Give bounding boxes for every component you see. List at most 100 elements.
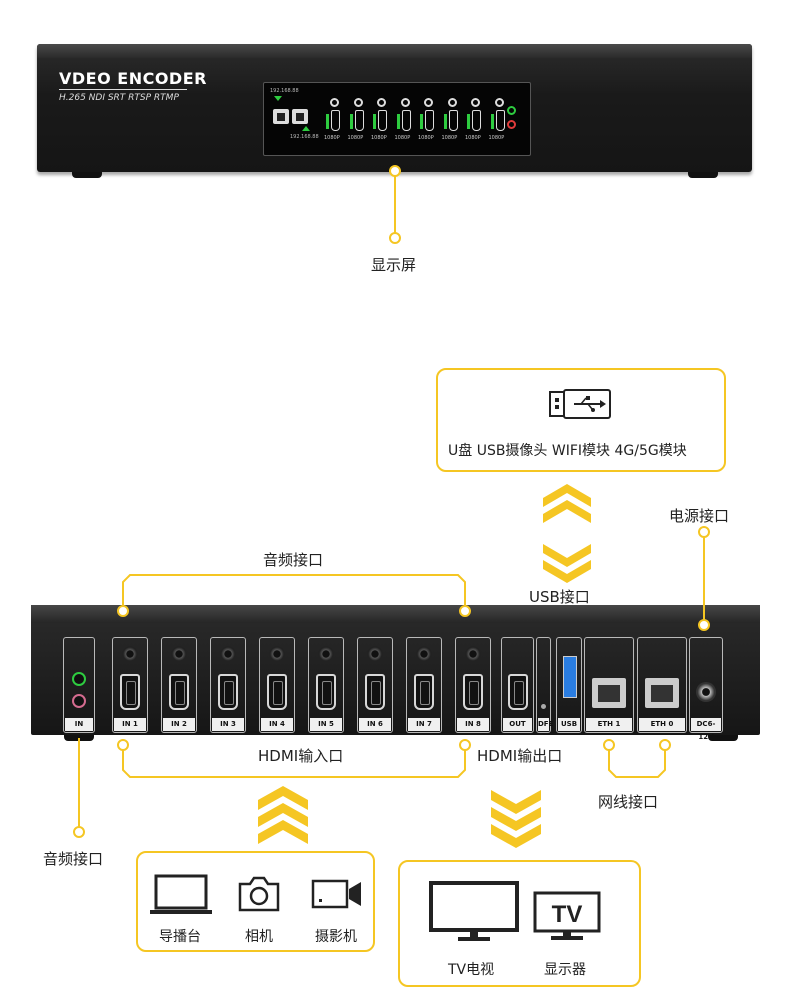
front-foot-right <box>688 172 718 178</box>
channel-indicator-icon <box>377 98 386 107</box>
tv-icon: TV <box>533 891 601 940</box>
laptop-icon <box>150 874 212 914</box>
audio-jack-icon <box>318 646 334 662</box>
encoder-back-panel: IN IN 1 IN 2 IN 3 IN 4 IN 5 IN 6 IN 7 IN 8 OUT DFE… <box>31 605 760 741</box>
audio-jack-icon <box>367 646 383 662</box>
audio-jack-icon <box>269 646 285 662</box>
channel-indicator-icon <box>471 98 480 107</box>
usb-devices-box: U盘 USB摄像头 WIFI模块 4G/5G模块 <box>436 368 726 472</box>
input-sources-box: 导播台 相机 摄影机 <box>136 851 375 952</box>
audio-port-left-label: 音频接口 <box>43 850 104 868</box>
port-label: DFE <box>538 718 553 731</box>
channel-signal-bar <box>349 114 353 129</box>
channel-indicator-icon <box>447 98 457 107</box>
port-label: IN 5 <box>310 718 342 731</box>
dc-power-jack-icon <box>696 682 716 702</box>
port-label: IN 2 <box>163 718 195 731</box>
port-eth-0: ETH 0 <box>637 637 687 733</box>
port-dfe: DFE <box>536 637 553 733</box>
encoder-front-panel: VDEO ENCODER H.265 NDI SRT RTSP RTMP 192… <box>37 44 752 172</box>
brand-name: VDEO ENCODER <box>59 69 207 88</box>
channel-resolution: 1080P <box>324 135 340 141</box>
tv-glyph: TV <box>552 901 583 928</box>
port-label: IN 3 <box>212 718 244 731</box>
channel-indicator-icon <box>330 98 339 107</box>
audio-jack-icon <box>465 646 481 662</box>
port-label: USB <box>558 718 580 731</box>
down-arrow-icon <box>274 96 282 101</box>
hdmi-channel-icon <box>448 110 458 131</box>
port-label: IN <box>65 718 93 731</box>
audio-in-jack-green <box>72 672 86 686</box>
port-usb: USB <box>556 637 582 733</box>
port-out: OUT <box>501 637 534 733</box>
back-foot-right <box>708 735 738 741</box>
port-label: IN 6 <box>359 718 391 731</box>
output-target-name: TV电视 <box>448 962 495 978</box>
hdmi-port-icon <box>316 674 336 710</box>
hdmi-channel-icon <box>401 110 411 131</box>
port-in-8: IN 8 <box>455 637 491 733</box>
channel-resolution: 1080P <box>418 135 434 141</box>
channel-indicator-icon <box>353 98 363 107</box>
usb-port-label: USB接口 <box>529 588 590 606</box>
camera-icon <box>238 876 280 912</box>
status-green-icon <box>507 106 516 115</box>
video-camera-icon <box>311 879 361 909</box>
audio-jack-icon <box>171 646 187 662</box>
monitor-icon <box>429 881 519 941</box>
ethernet-icon <box>292 109 308 124</box>
input-source-name: 相机 <box>245 929 273 945</box>
hdmi-output-label: HDMI输出口 <box>477 747 563 765</box>
hdmi-port-icon <box>463 674 483 710</box>
port-in-5: IN 5 <box>308 637 344 733</box>
status-red-icon <box>507 120 516 129</box>
hdmi-port-icon <box>267 674 287 710</box>
hdmi-channel-icon <box>378 110 387 131</box>
display-screen-label: 显示屏 <box>371 256 417 274</box>
front-display-screen: 192.168.88 192.168.88 1080P 1080P 1080P 108… <box>263 82 531 156</box>
channel-signal-bar <box>396 114 400 129</box>
hdmi-port-icon <box>169 674 189 710</box>
hdmi-channel-icon <box>331 110 340 131</box>
input-source-name: 导播台 <box>159 929 201 945</box>
port-label: IN 4 <box>261 718 293 731</box>
hdmi-port-icon <box>414 674 434 710</box>
usb-port-icon <box>563 656 577 698</box>
port-label: IN 7 <box>408 718 440 731</box>
port-label: IN 1 <box>114 718 146 731</box>
port-label: ETH 1 <box>586 718 632 731</box>
channel-signal-bar <box>467 114 470 129</box>
input-source-name: 摄影机 <box>315 929 357 945</box>
port-dc6-12v: DC6-12V <box>689 637 723 741</box>
ip-top: 192.168.88 <box>270 88 299 94</box>
port-label: DC6-12V <box>691 718 721 741</box>
hdmi-channel-icon <box>472 110 481 131</box>
power-port-label: 电源接口 <box>669 507 730 525</box>
usb-devices-text: U盘 USB摄像头 WIFI模块 4G/5G模块 <box>448 443 687 459</box>
channel-indicator-icon <box>494 98 504 107</box>
output-target-name: 显示器 <box>544 962 586 978</box>
channel-resolution: 1080P <box>394 135 411 141</box>
channel-indicator-icon <box>424 98 433 107</box>
port-label: OUT <box>503 718 532 731</box>
port-eth-1: ETH 1 <box>584 637 634 733</box>
hdmi-port-icon <box>507 674 528 710</box>
port-in-2: IN 2 <box>161 637 197 733</box>
channel-resolution: 1080P <box>488 135 505 141</box>
brand-underline <box>59 89 187 90</box>
rj45-port-icon <box>592 678 626 708</box>
ip-bottom: 192.168.88 <box>290 134 319 140</box>
channel-resolution: 1080P <box>441 135 458 141</box>
port-in-7: IN 7 <box>406 637 442 733</box>
channel-indicator-icon <box>400 98 410 107</box>
channel-resolution: 1080P <box>347 135 364 141</box>
channel-signal-bar <box>373 114 376 129</box>
hdmi-port-icon <box>365 674 385 710</box>
channel-signal-bar <box>420 114 423 129</box>
hdmi-channel-icon <box>425 110 434 131</box>
ethernet-icon <box>273 109 289 124</box>
front-foot-left <box>72 172 102 178</box>
channel-signal-bar <box>326 114 329 129</box>
